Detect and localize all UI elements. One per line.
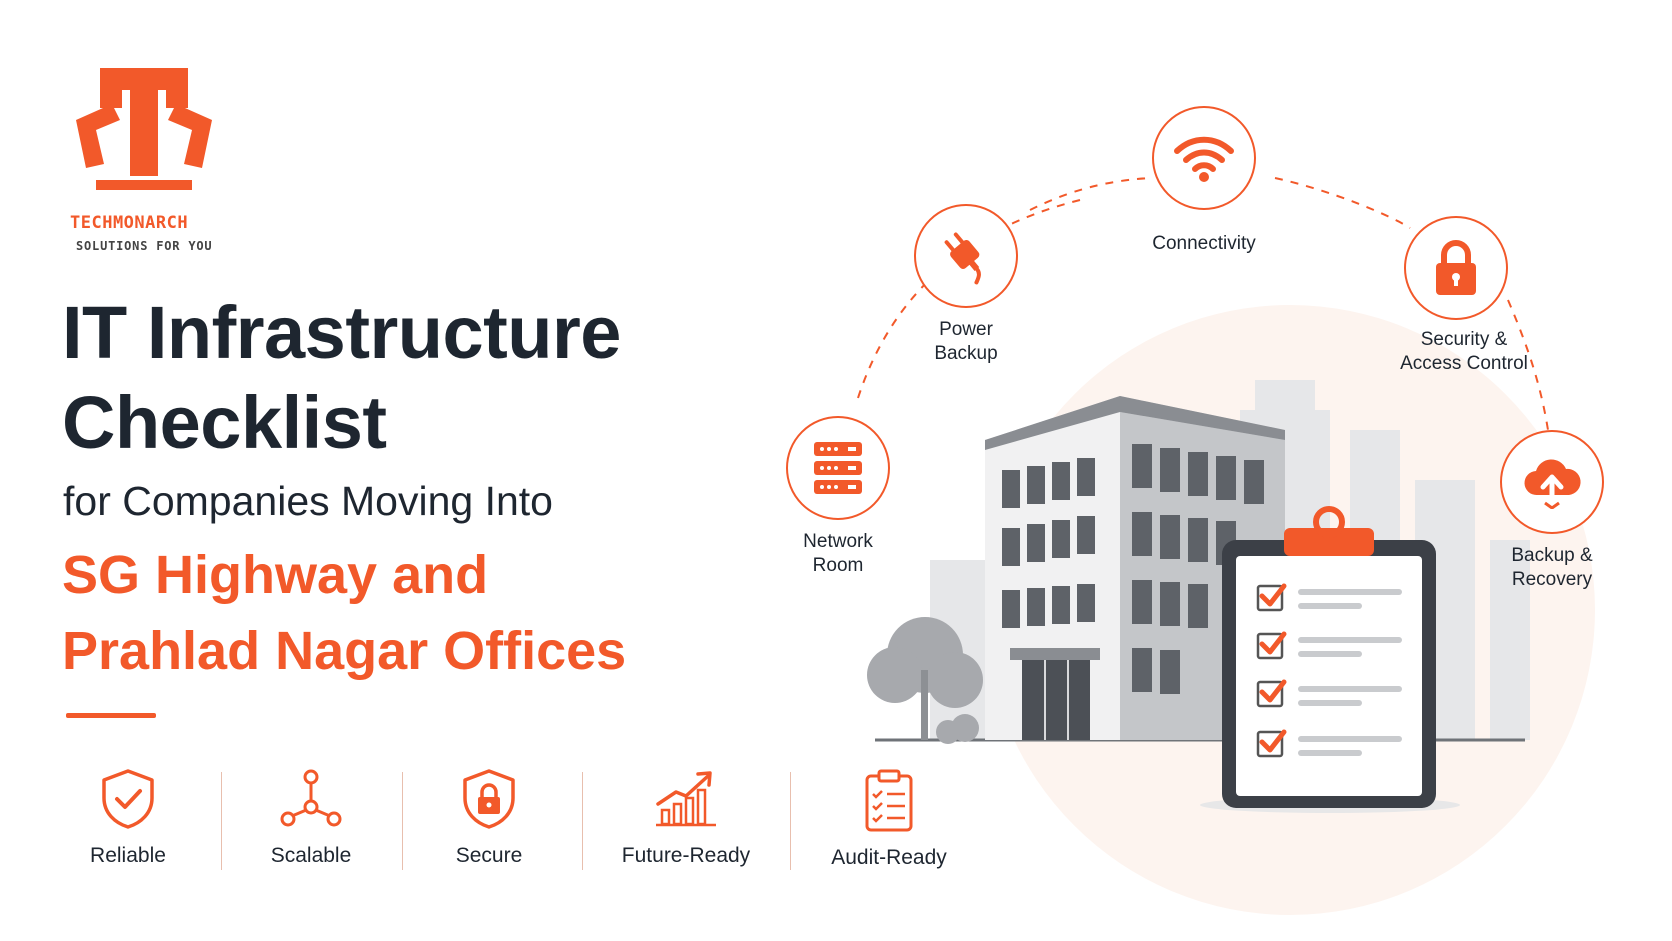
- network-room-node: [786, 416, 890, 520]
- shield-check-icon: [102, 769, 154, 829]
- dashed-arc: [1029, 177, 1151, 211]
- feature-label: Secure: [455, 844, 523, 867]
- feature-secure: Secure: [414, 768, 564, 868]
- connectivity-node: [1152, 106, 1256, 210]
- checklist-items: [1256, 583, 1402, 758]
- page-title-line-1: IT Infrastructure: [62, 291, 621, 374]
- backup-recovery-node: [1500, 430, 1604, 534]
- feature-divider: [402, 772, 403, 870]
- feature-divider: [221, 772, 222, 870]
- label-line: Backup: [934, 343, 998, 364]
- dashed-arc: [1507, 299, 1549, 431]
- label-line: Backup &: [1511, 545, 1593, 566]
- cloud-upload-icon: [1524, 459, 1581, 509]
- power-backup-node: [914, 204, 1018, 308]
- feature-divider: [790, 772, 791, 870]
- checklist-clipboard: [1222, 506, 1436, 808]
- location-line-2: Prahlad Nagar Offices: [62, 621, 627, 681]
- feature-scalable: Scalable: [236, 768, 386, 868]
- dashed-arc: [1274, 177, 1411, 229]
- power-plug-icon: [944, 232, 981, 285]
- label-line: Room: [812, 555, 864, 576]
- security-node: [1404, 216, 1508, 320]
- label-line: Access Control: [1400, 353, 1528, 374]
- power-backup-label: Power Backup: [866, 318, 1066, 366]
- feature-label: Audit-Ready: [831, 846, 947, 869]
- feature-reliable: Reliable: [53, 768, 203, 868]
- feature-label: Reliable: [90, 844, 166, 867]
- security-label: Security & Access Control: [1364, 328, 1564, 376]
- feature-label: Scalable: [270, 844, 352, 867]
- techmonarch-logo-icon: [76, 68, 212, 190]
- feature-future-ready: Future-Ready: [611, 768, 761, 868]
- location-line-1: SG Highway and: [62, 545, 489, 605]
- server-rack-icon: [814, 442, 862, 494]
- connectivity-label: Connectivity: [1104, 232, 1304, 256]
- wifi-icon: [1174, 136, 1234, 182]
- building-windows: [1002, 444, 1264, 694]
- brand-tagline: SOLUTIONS FOR YOU: [76, 239, 213, 253]
- feature-audit-ready: Audit-Ready: [814, 768, 964, 870]
- clipboard-list-icon: [865, 769, 913, 832]
- label-line: Security &: [1420, 329, 1508, 350]
- feature-label: Future-Ready: [621, 844, 751, 867]
- page-subtitle: for Companies Moving Into: [63, 478, 553, 524]
- feature-divider: [582, 772, 583, 870]
- accent-divider: [66, 713, 156, 718]
- growth-chart-icon: [656, 771, 716, 827]
- label-line: Connectivity: [1152, 233, 1256, 254]
- label-line: Network: [803, 531, 873, 552]
- tree-icon: [867, 617, 983, 744]
- shield-lock-icon: [463, 769, 515, 829]
- page-title-line-2: Checklist: [62, 381, 387, 464]
- brand-name: TECHMONARCH: [70, 213, 189, 233]
- backup-recovery-label: Backup & Recovery: [1452, 544, 1652, 592]
- label-line: Recovery: [1511, 569, 1593, 590]
- label-line: Power: [939, 319, 993, 340]
- network-nodes-icon: [280, 769, 342, 827]
- padlock-icon: [1436, 240, 1476, 295]
- building-entrance: [1010, 648, 1100, 740]
- network-room-label: Network Room: [738, 530, 938, 578]
